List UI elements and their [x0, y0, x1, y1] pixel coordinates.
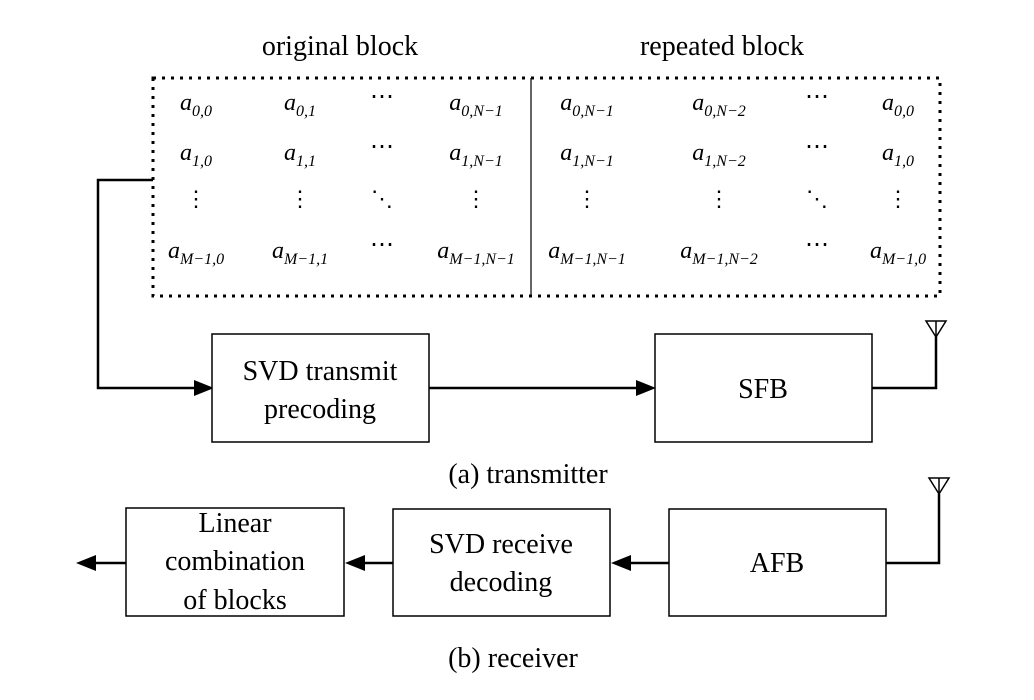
matrix-entry-original-r0-c0: a0,0 — [180, 90, 212, 120]
matrix-entry-original-r2-c2: ⋱ — [371, 187, 393, 212]
combination-label-line3: of blocks — [183, 585, 286, 616]
matrix-entries: a0,0 a0,1 ⋯ a0,N−1 a1,0 a1,1 ⋯ a1,N−1 ⋮ ⋮ ⋱ ⋮ aM−1,0… — [168, 82, 926, 268]
matrix-to-precoding-line — [96, 178, 198, 390]
afb-label: AFB — [750, 548, 804, 579]
matrix-entry-original-r3-c1: aM−1,1 — [272, 238, 328, 268]
afb-box — [668, 508, 887, 617]
svd-receive-decoding-box — [392, 508, 611, 617]
arrowhead-icon — [194, 380, 214, 396]
sfb-label: SFB — [738, 374, 788, 405]
matrix-entry-repeated-r0-c1: a0,N−2 — [692, 90, 745, 120]
antenna-icon — [924, 320, 948, 339]
matrix-entry-repeated-r0-c2: ⋯ — [805, 82, 829, 110]
matrix-entry-repeated-r2-c0: ⋮ — [576, 187, 598, 212]
matrix-entry-original-r3-c3: aM−1,N−1 — [437, 238, 515, 268]
matrix-entry-original-r0-c1: a0,1 — [284, 90, 316, 120]
combination-label-line1: Linear — [198, 508, 272, 539]
arrowhead-icon — [345, 555, 365, 571]
repeated-block-header: repeated block — [640, 31, 804, 62]
precoding-label-line2: precoding — [264, 394, 376, 425]
matrix-entry-original-r3-c2: ⋯ — [370, 230, 394, 258]
decoding-label-line2: decoding — [450, 567, 553, 598]
svd-transmit-precoding-box — [211, 333, 430, 443]
original-block-header: original block — [262, 31, 418, 62]
matrix-entry-original-r2-c1: ⋮ — [289, 187, 311, 212]
matrix-entry-original-r0-c2: ⋯ — [370, 82, 394, 110]
antenna-to-afb-line — [886, 494, 941, 565]
matrix-entry-repeated-r3-c3: aM−1,0 — [870, 238, 926, 268]
matrix-entry-original-r2-c3: ⋮ — [465, 187, 487, 212]
linear-combination-box — [125, 507, 345, 617]
precoding-label-line1: SVD transmit — [243, 356, 398, 387]
matrix-entry-repeated-r0-c0: a0,N−1 — [560, 90, 613, 120]
combination-label-line2: combination — [165, 546, 305, 577]
matrix-entry-repeated-r3-c1: aM−1,N−2 — [680, 238, 758, 268]
matrix-entry-original-r1-c1: a1,1 — [284, 140, 316, 170]
matrix-entry-original-r2-c0: ⋮ — [185, 187, 207, 212]
transmitter-caption: (a) transmitter — [448, 459, 608, 490]
matrix-entry-repeated-r1-c3: a1,0 — [882, 140, 914, 170]
matrix-entry-repeated-r1-c0: a1,N−1 — [560, 140, 613, 170]
matrix-entry-repeated-r1-c2: ⋯ — [805, 132, 829, 160]
matrix-entry-repeated-r0-c3: a0,0 — [882, 90, 914, 120]
antenna-icon — [927, 477, 951, 496]
matrix-entry-repeated-r2-c3: ⋮ — [887, 187, 909, 212]
matrix-entry-original-r3-c0: aM−1,0 — [168, 238, 224, 268]
matrix-entry-repeated-r2-c1: ⋮ — [708, 187, 730, 212]
matrix-entry-repeated-r3-c2: ⋯ — [805, 230, 829, 258]
matrix-entry-repeated-r2-c2: ⋱ — [806, 187, 828, 212]
arrowhead-icon — [636, 380, 656, 396]
matrix-entry-repeated-r1-c1: a1,N−2 — [692, 140, 745, 170]
matrix-entry-repeated-r3-c0: aM−1,N−1 — [548, 238, 626, 268]
sfb-to-antenna-line — [872, 336, 938, 390]
receiver-caption: (b) receiver — [448, 643, 578, 674]
matrix-entry-original-r0-c3: a0,N−1 — [449, 90, 502, 120]
sfb-box — [654, 333, 873, 443]
matrix-frame — [151, 76, 942, 298]
arrowhead-icon — [611, 555, 631, 571]
matrix-entry-original-r1-c2: ⋯ — [370, 132, 394, 160]
matrix-entry-original-r1-c0: a1,0 — [180, 140, 212, 170]
decoding-label-line1: SVD receive — [429, 529, 573, 560]
matrix-entry-original-r1-c3: a1,N−1 — [449, 140, 502, 170]
arrowhead-icon — [76, 555, 96, 571]
